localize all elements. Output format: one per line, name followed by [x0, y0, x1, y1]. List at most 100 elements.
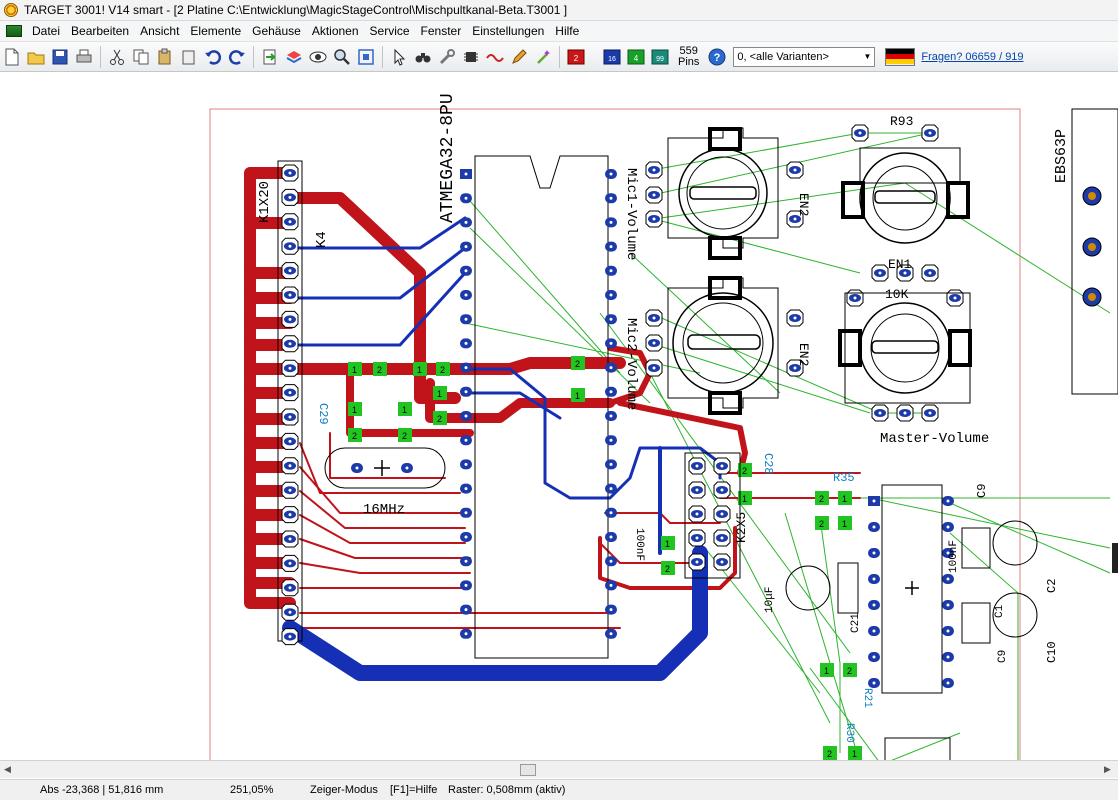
scroll-thumb[interactable]: [520, 764, 536, 776]
pad-drill: [872, 681, 876, 685]
potentiometer-mic2[interactable]: Mic2-Volume EN2: [623, 276, 811, 415]
toolbar-separator: [253, 45, 254, 68]
pad-drill: [1088, 293, 1096, 301]
pad-drill: [652, 217, 656, 221]
scroll-right-icon[interactable]: ▶: [1104, 764, 1111, 774]
vertical-scroll-marker[interactable]: [1112, 543, 1118, 573]
tools-icon[interactable]: [436, 46, 458, 68]
layer-badge-green[interactable]: 4: [625, 46, 647, 68]
open-folder-icon[interactable]: [25, 46, 47, 68]
pen-tool-icon[interactable]: [508, 46, 530, 68]
zoom-fit-icon[interactable]: [355, 46, 377, 68]
pointer-tool-icon[interactable]: [388, 46, 410, 68]
svg-text:?: ?: [714, 52, 721, 64]
signal-wave-icon[interactable]: [484, 46, 506, 68]
smd-pad: [398, 428, 412, 442]
help-question-icon[interactable]: ?: [706, 46, 728, 68]
potentiometer-r93[interactable]: R93 EN1: [841, 114, 970, 272]
cut-icon[interactable]: [106, 46, 128, 68]
potentiometer-mic1[interactable]: Mic1-Volume EN2: [623, 127, 811, 260]
menu-elemente[interactable]: Elemente: [190, 24, 242, 38]
copy-icon[interactable]: [130, 46, 152, 68]
c29-label: C29: [316, 403, 330, 425]
menu-service[interactable]: Service: [369, 24, 410, 38]
pad-drill: [355, 466, 359, 470]
layer-badge-teal[interactable]: 99: [649, 46, 671, 68]
variant-select[interactable]: 0, <alle Varianten> ▼: [733, 46, 876, 67]
pad-drill: [953, 296, 957, 300]
crystal-16mhz[interactable]: 16MHz: [324, 447, 446, 518]
op-amp-ic[interactable]: [881, 484, 943, 694]
smd-pad-number: 2: [440, 365, 445, 375]
pad-drill: [464, 245, 468, 249]
undo-icon[interactable]: [202, 46, 224, 68]
connector-ebs63p[interactable]: EBS63P: [1053, 108, 1118, 395]
save-icon[interactable]: [49, 46, 71, 68]
binoculars-icon[interactable]: [412, 46, 434, 68]
horizontal-scrollbar[interactable]: ◀ ▶: [0, 760, 1118, 778]
clipboard-icon[interactable]: [178, 46, 200, 68]
capacitor-c21[interactable]: C21: [837, 562, 862, 633]
menu-datei[interactable]: Datei: [32, 24, 61, 38]
cap-100n-label: 100nF: [633, 528, 645, 561]
pad-drill: [609, 366, 613, 370]
import-icon[interactable]: [259, 46, 281, 68]
capacitor-c1[interactable]: C2: [992, 520, 1059, 593]
smd-pad-number: 2: [352, 431, 357, 441]
redo-icon[interactable]: [226, 46, 248, 68]
menu-gehaeuse[interactable]: Gehäuse: [252, 24, 301, 38]
pad-drill: [464, 487, 468, 491]
pad-drill: [288, 195, 292, 199]
scroll-left-icon[interactable]: ◀: [4, 764, 11, 774]
pad-drill: [609, 462, 613, 466]
atmega32-chip[interactable]: ATMEGA32-8PU: [438, 93, 609, 659]
ic-bottom[interactable]: [884, 737, 951, 760]
connector-k2x5[interactable]: K2X5: [684, 452, 749, 579]
connector-k1x20[interactable]: K1X20 K4: [257, 160, 330, 642]
potentiometer-master[interactable]: 10K Master-Volume: [838, 287, 989, 447]
layer-badge-blue[interactable]: 16: [601, 46, 623, 68]
pad-drill: [695, 560, 699, 564]
bottom-layer-traces: [282, 216, 722, 681]
smd-pad: [843, 663, 857, 677]
print-icon[interactable]: [73, 46, 95, 68]
paste-icon[interactable]: [154, 46, 176, 68]
smd-pad: [838, 516, 852, 530]
layer-badge-red[interactable]: 2: [565, 46, 587, 68]
smd-pad: [838, 491, 852, 505]
menu-aktionen[interactable]: Aktionen: [311, 24, 359, 38]
magic-wand-icon[interactable]: [532, 46, 554, 68]
capacitor-c9[interactable]: C1 C10 C9: [992, 592, 1059, 663]
pad-drill: [464, 632, 468, 636]
capacitor-box-c100n[interactable]: 100nF C9: [948, 484, 991, 644]
view-eye-icon[interactable]: [307, 46, 329, 68]
menu-hilfe[interactable]: Hilfe: [555, 24, 580, 38]
menu-fenster[interactable]: Fenster: [420, 24, 462, 38]
k1x20-label: K1X20: [257, 181, 273, 223]
pad-drill: [793, 168, 797, 172]
status-grid: Raster: 0,508mm (aktiv): [448, 784, 566, 796]
pad-drill: [288, 415, 292, 419]
menu-bearbeiten[interactable]: Bearbeiten: [71, 24, 130, 38]
component-icon[interactable]: [460, 46, 482, 68]
pad-drill: [928, 411, 932, 415]
pad-drill: [609, 559, 613, 563]
chevron-down-icon[interactable]: ▼: [863, 52, 872, 61]
new-file-icon[interactable]: [1, 46, 23, 68]
german-flag-icon[interactable]: [885, 47, 916, 66]
menu-einstellungen[interactable]: Einstellungen: [472, 24, 545, 38]
capacitor-c22[interactable]: 10μF: [764, 565, 831, 613]
layers-icon[interactable]: [283, 46, 305, 68]
pad-drill: [928, 131, 932, 135]
pcb-board-drawing[interactable]: 16MHz ATMEGA32-8PU K1X20 K4 121212121221…: [0, 73, 1118, 760]
support-phone-link[interactable]: Fragen? 06659 / 919: [921, 50, 1024, 63]
zoom-icon[interactable]: [331, 46, 353, 68]
smd-pad: [848, 746, 862, 760]
app-logo-icon: [4, 3, 18, 17]
document-menu-icon[interactable]: [6, 25, 22, 37]
pad-drill: [1088, 243, 1096, 251]
menu-ansicht[interactable]: Ansicht: [140, 24, 180, 38]
svg-text:16: 16: [608, 56, 616, 63]
r30-label: R30: [843, 723, 855, 743]
